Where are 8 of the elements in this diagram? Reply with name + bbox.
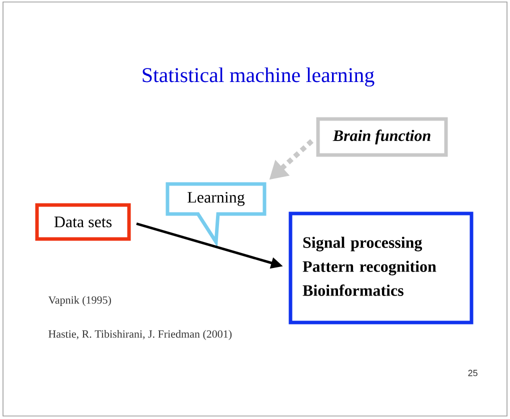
text-box: Signal processing Pattern recognition Bioinformatics [288, 212, 474, 324]
page-number: 25 [468, 370, 478, 376]
reference-text: Vapnik (1995) [48, 296, 111, 306]
title: Statistical machine learning [142, 67, 374, 87]
text-box: Data sets [35, 203, 131, 241]
reference-text: Hastie, R. Tibishirani, J. Friedman (2001) [48, 330, 232, 340]
speech-bubble: Learning [166, 182, 266, 248]
text-box: Brain function [316, 117, 448, 157]
